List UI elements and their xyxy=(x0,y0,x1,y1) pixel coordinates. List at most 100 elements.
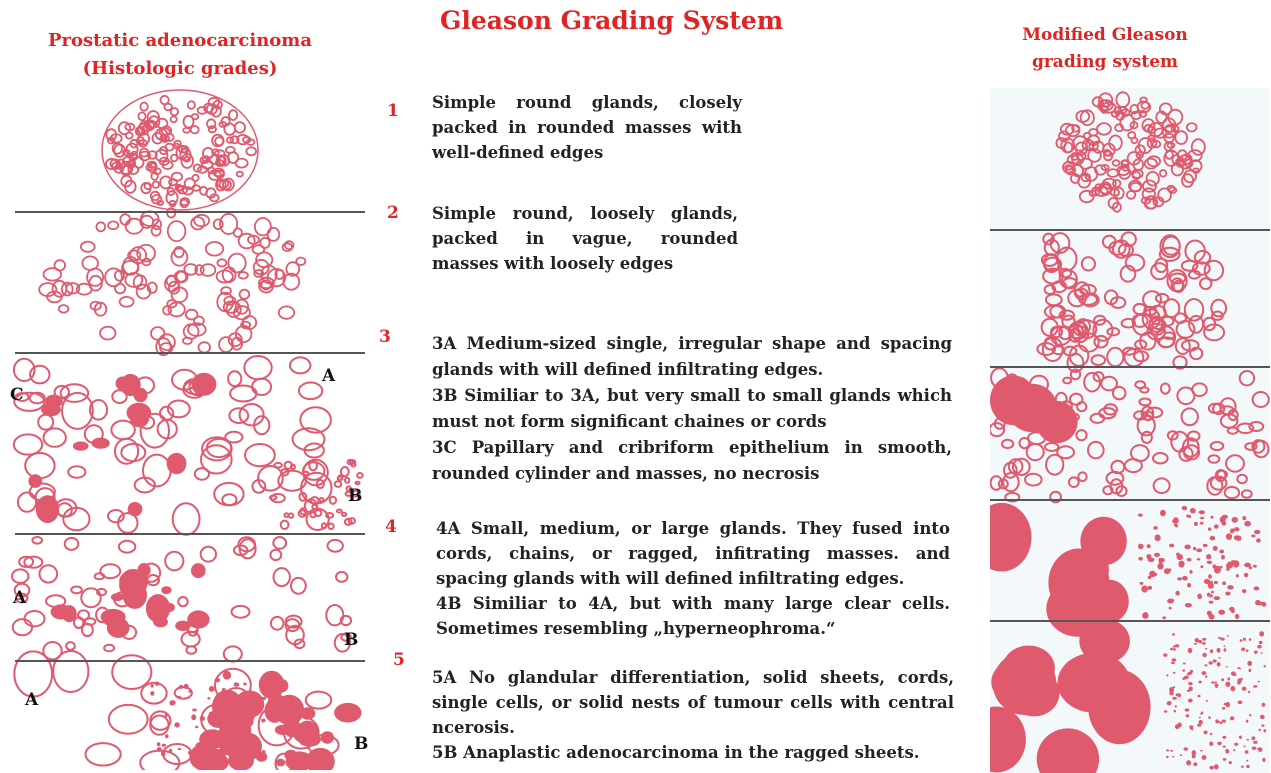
mod-grade5-single-cell xyxy=(1206,700,1208,702)
mod-grade5-single-cell xyxy=(1209,661,1213,664)
grade5-single-cell xyxy=(165,714,168,717)
mod-grade4-small-gland xyxy=(1153,526,1157,530)
mod-grade4-small-gland xyxy=(1226,568,1230,571)
grade3-solid-gland xyxy=(28,474,42,488)
mod-grade5-single-cell xyxy=(1188,699,1193,703)
grade1-gland xyxy=(183,128,190,133)
mod-grade5-single-cell xyxy=(1199,720,1203,724)
grade2-gland xyxy=(255,218,271,235)
mod-grade5-single-cell xyxy=(1172,697,1177,700)
grade4-fused-gland xyxy=(187,610,209,628)
mod-grade5-single-cell xyxy=(1183,663,1186,665)
grade3b-small-gland xyxy=(337,510,342,513)
mod-grade5-single-cell xyxy=(1210,649,1213,653)
mod-grade4-small-gland xyxy=(1169,544,1174,548)
grade4-gland xyxy=(66,642,75,650)
grade1-gland xyxy=(246,147,256,155)
grade3b-small-gland xyxy=(342,513,346,516)
mod-grade5-single-cell xyxy=(1239,736,1242,739)
marker-g3-b: B xyxy=(348,486,362,506)
mod-grade5-single-cell xyxy=(1243,638,1246,641)
mod-grade3-large-gland xyxy=(1007,384,1057,432)
grade2-gland xyxy=(55,260,66,270)
grade4-gland xyxy=(273,537,286,549)
mod-grade5-single-cell xyxy=(1164,710,1167,712)
grade5-single-cell xyxy=(241,694,245,699)
grade-2-description: Simple round, loosely glands, packed in … xyxy=(432,201,738,276)
mod-grade5-single-cell xyxy=(1217,662,1221,666)
grade4-fused-gland xyxy=(108,623,119,631)
mod-grade5-single-cell xyxy=(1225,749,1229,754)
mod-grade4-small-gland xyxy=(1138,544,1144,550)
mod-grade5-single-cell xyxy=(1202,671,1207,675)
mod-grade5-single-cell xyxy=(1214,764,1219,769)
mod-grade4-small-gland xyxy=(1208,527,1211,530)
main-title: Gleason Grading System xyxy=(440,6,783,35)
grade5-single-cell xyxy=(252,692,257,697)
mod-grade5-single-cell xyxy=(1188,682,1192,685)
grade4-gland xyxy=(224,646,242,661)
mod-grade5-single-cell xyxy=(1225,682,1230,687)
mod-grade4-small-gland xyxy=(1169,607,1172,610)
mod-grade4-small-gland xyxy=(1138,557,1142,561)
mod-grade4-small-gland xyxy=(1140,582,1144,585)
mod-grade5-single-cell xyxy=(1202,653,1207,657)
mod-grade4-small-gland xyxy=(1236,574,1239,577)
grade4-gland xyxy=(32,537,42,544)
mod-grade5-single-cell xyxy=(1171,662,1175,664)
mod-grade5-single-cell xyxy=(1262,758,1265,762)
grade5-single-cell xyxy=(209,719,215,726)
mod-grade5-single-cell xyxy=(1254,651,1258,654)
grade3-gland xyxy=(160,407,173,420)
grade4-gland xyxy=(165,552,183,571)
grade1-gland xyxy=(237,172,243,177)
grade5-single-cell xyxy=(157,747,162,752)
grade5-single-cell xyxy=(155,682,160,686)
mod-grade4-small-gland xyxy=(1182,506,1187,510)
mod-grade5-single-cell xyxy=(1246,765,1249,769)
grade3b-small-gland xyxy=(338,477,342,481)
mod-grade4-small-gland xyxy=(1184,545,1190,550)
mod-grade5-single-cell xyxy=(1217,742,1222,745)
grade1-gland xyxy=(229,110,237,120)
grade5-single-cell xyxy=(243,683,247,686)
grade2-gland xyxy=(223,267,236,282)
mod-grade5-single-cell xyxy=(1245,750,1249,754)
mod-grade4-small-gland xyxy=(1244,563,1251,568)
mod-grade4-small-gland xyxy=(1256,538,1261,542)
mod-grade5-single-cell xyxy=(1214,682,1217,684)
grade5-single-cell xyxy=(220,722,225,726)
grade5-single-cell xyxy=(219,718,222,722)
grade3-solid-gland xyxy=(128,502,143,516)
grade5-single-cell xyxy=(261,719,265,723)
mod-grade5-single-cell xyxy=(1237,667,1239,669)
left-title-line1: Prostatic adenocarcinoma xyxy=(30,27,330,55)
mod-grade5-single-cell xyxy=(1172,756,1174,758)
grade5-single-cell xyxy=(179,685,183,689)
grade5-single-cell xyxy=(213,743,217,746)
grade3-solid-gland xyxy=(191,373,216,396)
mod-grade5-single-cell xyxy=(1204,731,1208,735)
grade2-gland xyxy=(239,272,248,279)
mod-grade4-small-gland xyxy=(1231,560,1236,563)
grade1-gland xyxy=(161,96,169,104)
mod-grade5-single-cell xyxy=(1166,674,1168,676)
grade4-gland xyxy=(13,619,32,635)
grade5-single-cell xyxy=(150,691,154,696)
grade5-nest xyxy=(140,751,179,770)
mod-grade5-single-cell xyxy=(1215,719,1218,723)
grade3b-small-gland xyxy=(312,505,317,509)
mod-grade5-sheet xyxy=(1088,670,1150,744)
left-panel-title: Prostatic adenocarcinoma (Histologic gra… xyxy=(30,27,330,83)
grade4-fused-gland xyxy=(191,563,206,578)
mod-grade5-single-cell xyxy=(1200,713,1203,715)
grade5-single-cell xyxy=(162,744,167,747)
grade4-gland xyxy=(12,569,28,583)
grade3b-small-gland xyxy=(310,512,315,517)
grade2-gland xyxy=(96,222,105,231)
mod-grade4-small-gland xyxy=(1209,601,1214,604)
mod-grade4-small-gland xyxy=(1204,579,1210,584)
mod-grade4-small-gland xyxy=(1196,548,1202,552)
grade3-gland xyxy=(195,468,209,480)
mod-grade5-single-cell xyxy=(1170,648,1173,651)
